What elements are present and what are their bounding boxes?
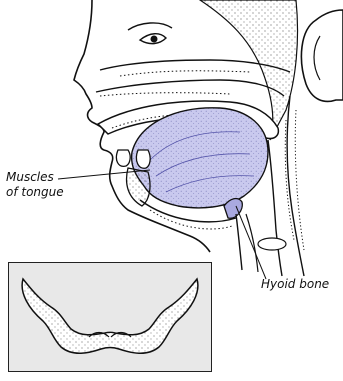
ear bbox=[301, 10, 343, 101]
hyoid-inset-drawing bbox=[9, 263, 211, 371]
trachea-ring bbox=[258, 238, 286, 250]
lower-tooth bbox=[136, 150, 150, 168]
muscles-of-tongue-label: Muscles of tongue bbox=[6, 170, 64, 200]
pharynx-back bbox=[268, 140, 282, 276]
hyoid-bone-label: Hyoid bone bbox=[261, 277, 329, 292]
upper-tooth bbox=[116, 150, 130, 166]
mandible bbox=[127, 168, 150, 206]
hyoid-inset bbox=[8, 262, 212, 372]
muscles-label-line1: Muscles bbox=[6, 170, 64, 185]
muscles-label-line2: of tongue bbox=[6, 185, 64, 200]
neck-back bbox=[287, 96, 304, 276]
pharynx-front bbox=[236, 214, 242, 270]
hyoid-bone-shape bbox=[22, 279, 198, 353]
